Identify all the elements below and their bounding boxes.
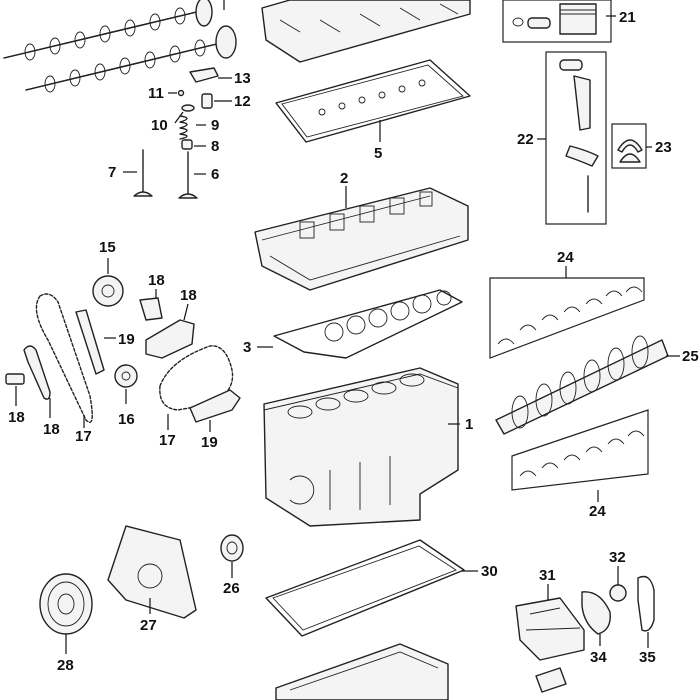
spring-retainer (181, 104, 195, 112)
valve-seal (181, 139, 193, 150)
head-gasket (273, 289, 463, 359)
callout-17a: 17 (75, 428, 92, 445)
valve-spring (179, 115, 188, 140)
oil-pump-sprocket-cover (581, 591, 611, 635)
callout-8: 8 (211, 138, 219, 155)
callout-18d: 18 (180, 287, 197, 304)
chain-guide-left (23, 345, 51, 400)
callout-18c: 18 (148, 272, 165, 289)
lower-chain-guide (189, 389, 241, 423)
exhaust-valve (178, 151, 198, 199)
connecting-rod-box (545, 51, 607, 225)
callout-3: 3 (243, 339, 251, 356)
oil-pan (275, 643, 449, 700)
valve-keeper (177, 89, 185, 97)
callout-17b: 17 (159, 432, 176, 449)
main-bearings-upper (497, 286, 643, 345)
callout-18a: 18 (8, 409, 25, 426)
callouts: 1 2 3 5 6 7 8 9 10 11 12 13 15 16 17 17 … (8, 9, 699, 674)
valve-cover (261, 0, 471, 63)
oil-pickup-tube (535, 667, 567, 693)
tensioner-plug (5, 373, 25, 385)
intake-camshaft (3, 0, 213, 61)
vanos-sprocket (92, 275, 124, 307)
callout-1: 1 (465, 416, 473, 433)
callout-2: 2 (340, 170, 348, 187)
callout-31: 31 (539, 567, 556, 584)
callout-19a: 19 (118, 331, 135, 348)
rod-bearing-box (611, 123, 647, 169)
oil-pump-drive-gear (609, 584, 627, 602)
front-crank-seal (220, 534, 244, 562)
callout-21: 21 (619, 9, 636, 26)
timing-cover (107, 525, 197, 619)
exhaust-camshaft (25, 25, 237, 93)
callout-6: 6 (211, 166, 219, 183)
callout-24a: 24 (557, 249, 574, 266)
callout-13: 13 (234, 70, 251, 87)
timing-chain-upper (35, 293, 93, 423)
callout-9: 9 (211, 117, 219, 134)
lash-adjuster (201, 93, 213, 109)
callout-23: 23 (655, 139, 672, 156)
callout-32: 32 (609, 549, 626, 566)
engine-block (263, 367, 459, 527)
callout-5: 5 (374, 145, 382, 162)
callout-34: 34 (590, 649, 607, 666)
piston (512, 3, 597, 35)
chain-tensioner-b (145, 319, 195, 359)
callout-26: 26 (223, 580, 240, 597)
oil-pump-chain (637, 575, 655, 632)
callout-12: 12 (234, 93, 251, 110)
callout-30: 30 (481, 563, 498, 580)
piston-box (502, 0, 612, 43)
callout-7: 7 (108, 164, 116, 181)
main-bearing-lower-box (511, 409, 649, 491)
crankshaft (495, 335, 669, 435)
crank-pulley (39, 573, 93, 635)
main-bearing-upper-box (489, 277, 645, 359)
callout-11: 11 (148, 85, 164, 102)
callout-15: 15 (99, 239, 116, 256)
callout-24b: 24 (589, 503, 606, 520)
callout-25: 25 (682, 348, 699, 365)
timing-chain-lower (159, 345, 234, 411)
callout-35: 35 (639, 649, 656, 666)
chain-tensioner-a (139, 297, 163, 321)
callout-16: 16 (118, 411, 135, 428)
oil-pump (515, 597, 585, 661)
callout-10: 10 (151, 117, 168, 134)
callout-19b: 19 (201, 434, 218, 451)
cylinder-head (254, 187, 469, 291)
callout-27: 27 (140, 617, 157, 634)
chain-guide-rail (75, 309, 105, 375)
rod-bearing (617, 139, 643, 163)
rocker-arm (189, 67, 219, 83)
intake-valve (133, 149, 153, 197)
callout-22: 22 (517, 131, 534, 148)
oil-pump-sprocket (114, 364, 138, 388)
callout-18b: 18 (43, 421, 60, 438)
main-bearings-lower (519, 430, 645, 477)
oil-pan-gasket (265, 539, 465, 637)
callout-28: 28 (57, 657, 74, 674)
valve-cover-gasket (275, 59, 471, 143)
connecting-rod (559, 59, 599, 213)
